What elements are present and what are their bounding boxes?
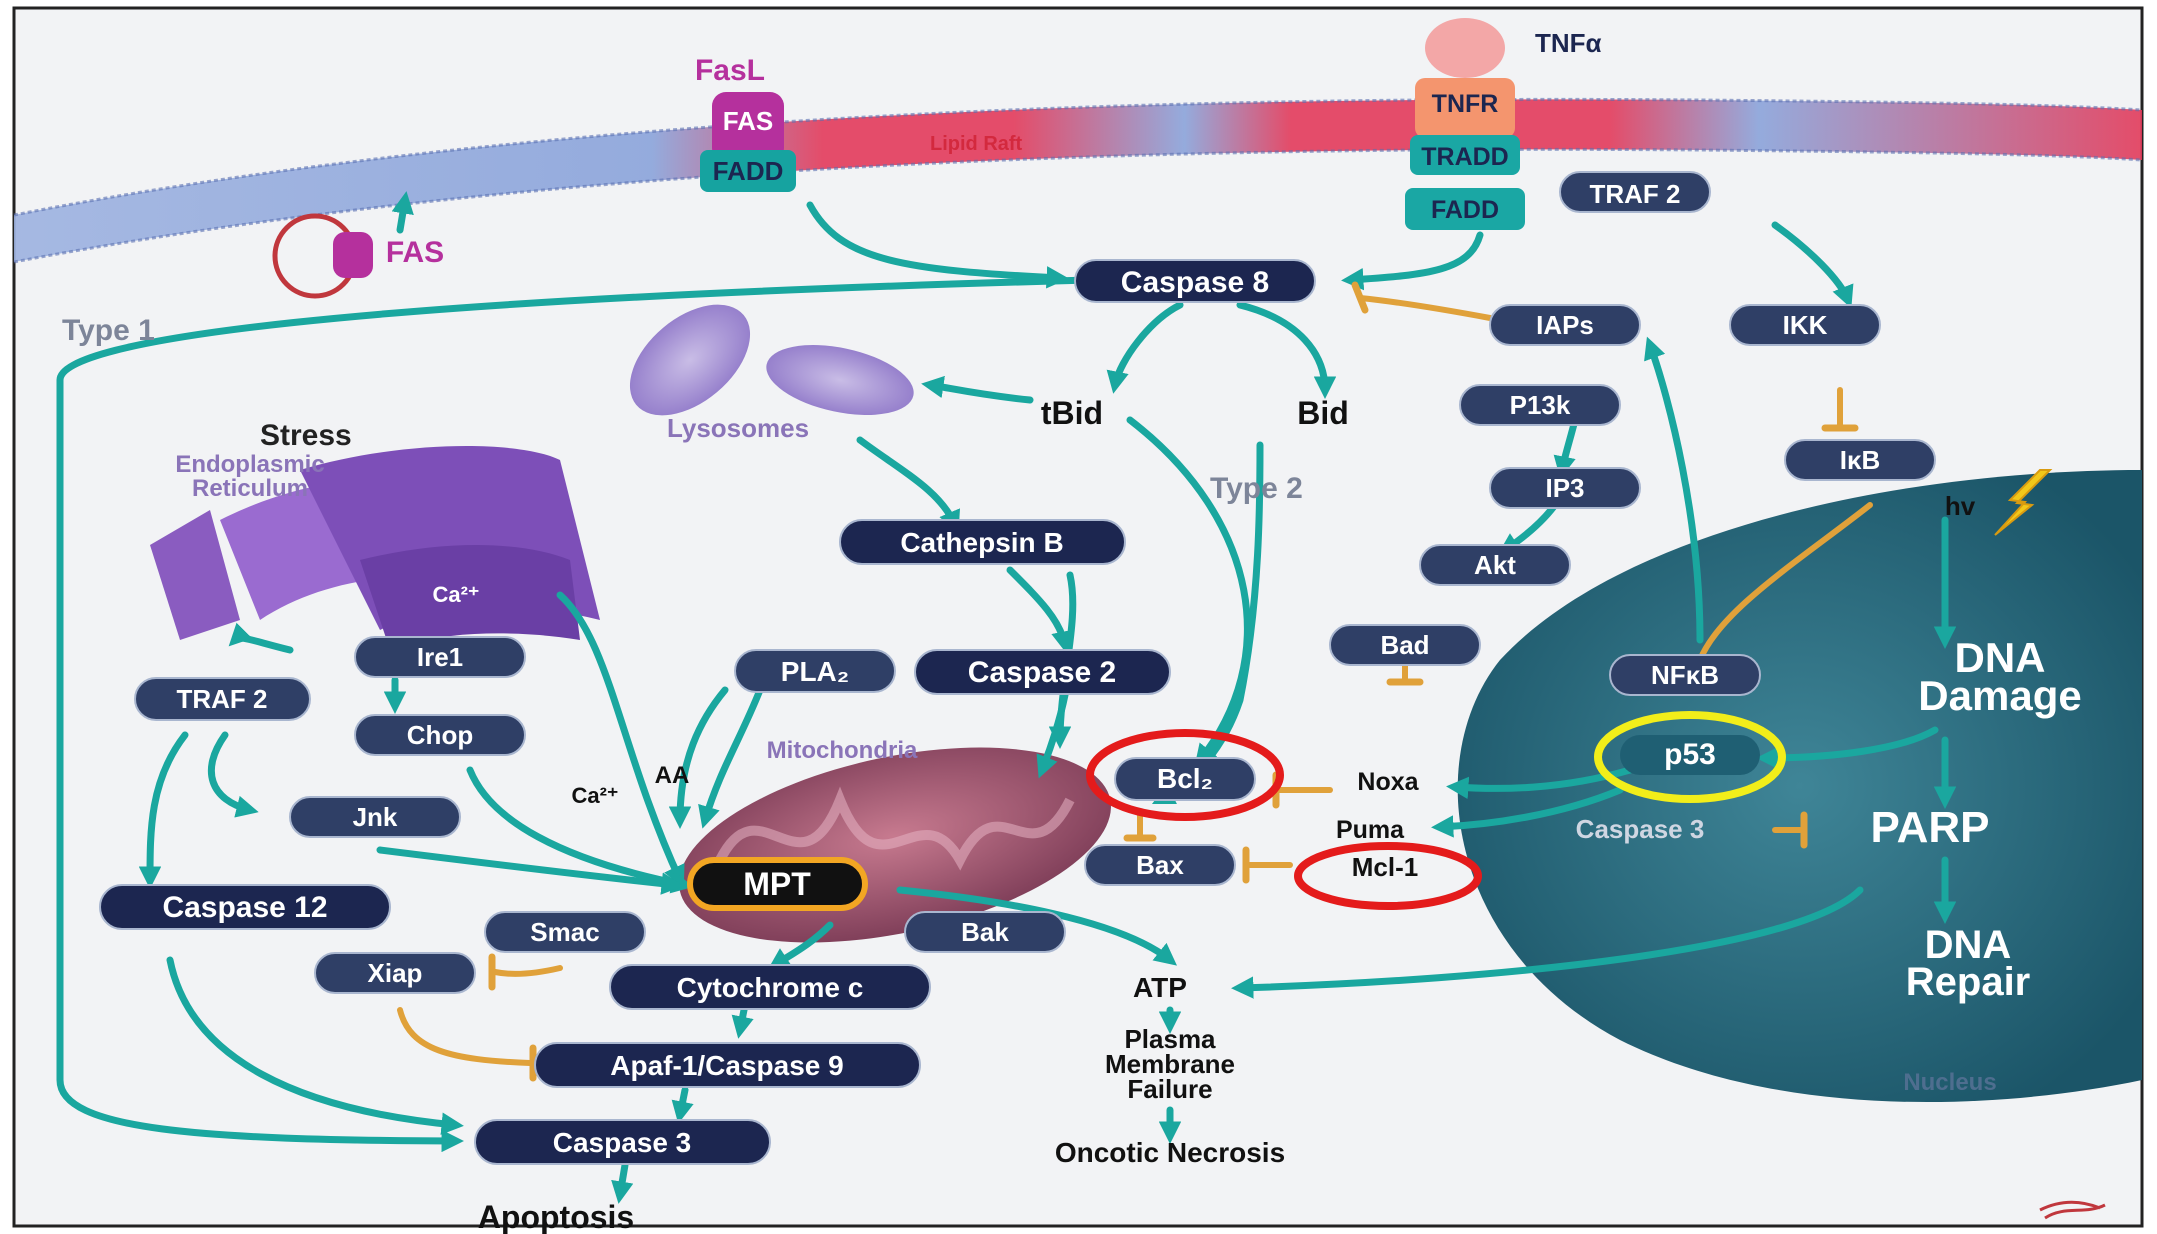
svg-text:Chop: Chop xyxy=(407,720,473,750)
fas-free-label: FAS xyxy=(386,236,444,269)
svg-text:Bak: Bak xyxy=(961,917,1009,947)
node-bax: Bax xyxy=(1085,845,1235,885)
aa-label: AA xyxy=(655,762,690,789)
node-nfkb: NFκB xyxy=(1610,655,1760,695)
svg-text:TRAF 2: TRAF 2 xyxy=(177,684,268,714)
node-caspase3: Caspase 3 xyxy=(475,1120,770,1164)
puma-label: Puma xyxy=(1336,816,1405,844)
lysosomes-label: Lysosomes xyxy=(667,413,809,443)
node-mpt: MPT xyxy=(690,860,865,908)
svg-text:IκB: IκB xyxy=(1840,445,1881,475)
node-caspase12: Caspase 12 xyxy=(100,885,390,929)
svg-text:Bax: Bax xyxy=(1136,850,1184,880)
node-jnk: Jnk xyxy=(290,797,460,837)
oncotic-necrosis-label: Oncotic Necrosis xyxy=(1055,1137,1285,1168)
dna-repair-label-2: Repair xyxy=(1906,960,2031,1004)
node-bak: Bak xyxy=(905,912,1065,952)
node-p53: p53 xyxy=(1620,735,1760,775)
svg-text:Akt: Akt xyxy=(1474,550,1516,580)
svg-text:NFκB: NFκB xyxy=(1651,660,1719,690)
node-akt: Akt xyxy=(1420,545,1570,585)
node-pi3k: P13k xyxy=(1460,385,1620,425)
node-bad: Bad xyxy=(1330,625,1480,665)
ca-mito-label: Ca²⁺ xyxy=(571,783,618,808)
svg-text:IP3: IP3 xyxy=(1545,473,1584,503)
node-chop: Chop xyxy=(355,715,525,755)
node-ikk: IKK xyxy=(1730,305,1880,345)
svg-text:Caspase 12: Caspase 12 xyxy=(162,891,327,924)
svg-text:IAPs: IAPs xyxy=(1536,310,1594,340)
plasma-label-3: Failure xyxy=(1127,1074,1212,1104)
tnf-label: TNFα xyxy=(1535,28,1602,58)
svg-text:p53: p53 xyxy=(1664,738,1716,771)
atp-label: ATP xyxy=(1133,972,1187,1003)
hv-label: hv xyxy=(1945,491,1976,521)
svg-text:MPT: MPT xyxy=(743,866,811,902)
tnfr-label: TNFR xyxy=(1432,90,1499,118)
node-cathepsin-b: Cathepsin B xyxy=(840,520,1125,564)
svg-text:Caspase 2: Caspase 2 xyxy=(968,656,1116,689)
tbid-label: tBid xyxy=(1041,395,1103,431)
svg-text:Caspase 3: Caspase 3 xyxy=(553,1127,692,1158)
node-cytochrome-c: Cytochrome c xyxy=(610,965,930,1009)
er-label-2: Reticulum xyxy=(192,475,308,502)
node-traf2-left: TRAF 2 xyxy=(135,678,310,720)
noxa-label: Noxa xyxy=(1357,768,1419,796)
bid-label: Bid xyxy=(1297,395,1349,431)
node-mcl1: Mcl-1 xyxy=(1352,852,1418,882)
svg-text:Cytochrome c: Cytochrome c xyxy=(677,972,864,1003)
node-ikb: IκB xyxy=(1785,440,1935,480)
fasl-label: FasL xyxy=(695,54,765,87)
parp-label: PARP xyxy=(1871,803,1990,852)
svg-text:IKK: IKK xyxy=(1783,310,1828,340)
svg-text:PLA₂: PLA₂ xyxy=(781,656,849,687)
fas-receptor-label: FAS xyxy=(723,106,774,136)
node-apaf1-caspase9: Apaf-1/Caspase 9 xyxy=(535,1043,920,1087)
node-iaps: IAPs xyxy=(1490,305,1640,345)
fadd-right-label: FADD xyxy=(1431,196,1499,224)
node-caspase8: Caspase 8 xyxy=(1075,260,1315,302)
apoptosis-label: Apoptosis xyxy=(478,1199,634,1234)
type1-label: Type 1 xyxy=(62,314,155,347)
svg-text:Ire1: Ire1 xyxy=(417,642,463,672)
stress-label: Stress xyxy=(260,419,352,452)
node-xiap: Xiap xyxy=(315,953,475,993)
mitochondria-label: Mitochondria xyxy=(767,737,918,764)
svg-text:Caspase 8: Caspase 8 xyxy=(1121,266,1269,299)
er-label-1: Endoplasmic xyxy=(175,451,324,478)
node-pla2: PLA₂ xyxy=(735,650,895,692)
caspase3-nucleus-label: Caspase 3 xyxy=(1576,814,1705,844)
node-traf2-top: TRAF 2 xyxy=(1560,172,1710,212)
svg-text:P13k: P13k xyxy=(1510,390,1571,420)
svg-text:Bad: Bad xyxy=(1380,630,1429,660)
node-smac: Smac xyxy=(485,912,645,952)
svg-text:Cathepsin B: Cathepsin B xyxy=(900,527,1063,558)
node-ip3: IP3 xyxy=(1490,468,1640,508)
nucleus-label: Nucleus xyxy=(1903,1069,1996,1096)
svg-text:Bcl₂: Bcl₂ xyxy=(1157,763,1213,794)
type2-label: Type 2 xyxy=(1210,472,1303,505)
svg-text:Xiap: Xiap xyxy=(368,958,423,988)
svg-text:Smac: Smac xyxy=(530,917,599,947)
svg-text:Apaf-1/Caspase 9: Apaf-1/Caspase 9 xyxy=(610,1050,843,1081)
node-ire1: Ire1 xyxy=(355,637,525,677)
ca-er-label: Ca²⁺ xyxy=(432,582,479,607)
dna-damage-label-2: Damage xyxy=(1918,672,2081,719)
tradd-label: TRADD xyxy=(1421,143,1509,171)
svg-text:Jnk: Jnk xyxy=(353,802,398,832)
fadd-left-label: FADD xyxy=(713,156,784,186)
svg-text:Mcl-1: Mcl-1 xyxy=(1352,852,1418,882)
lipid-raft-label: Lipid Raft xyxy=(930,133,1023,155)
node-caspase2: Caspase 2 xyxy=(915,650,1170,694)
svg-text:TRAF 2: TRAF 2 xyxy=(1590,179,1681,209)
node-bcl2: Bcl₂ xyxy=(1115,758,1255,800)
